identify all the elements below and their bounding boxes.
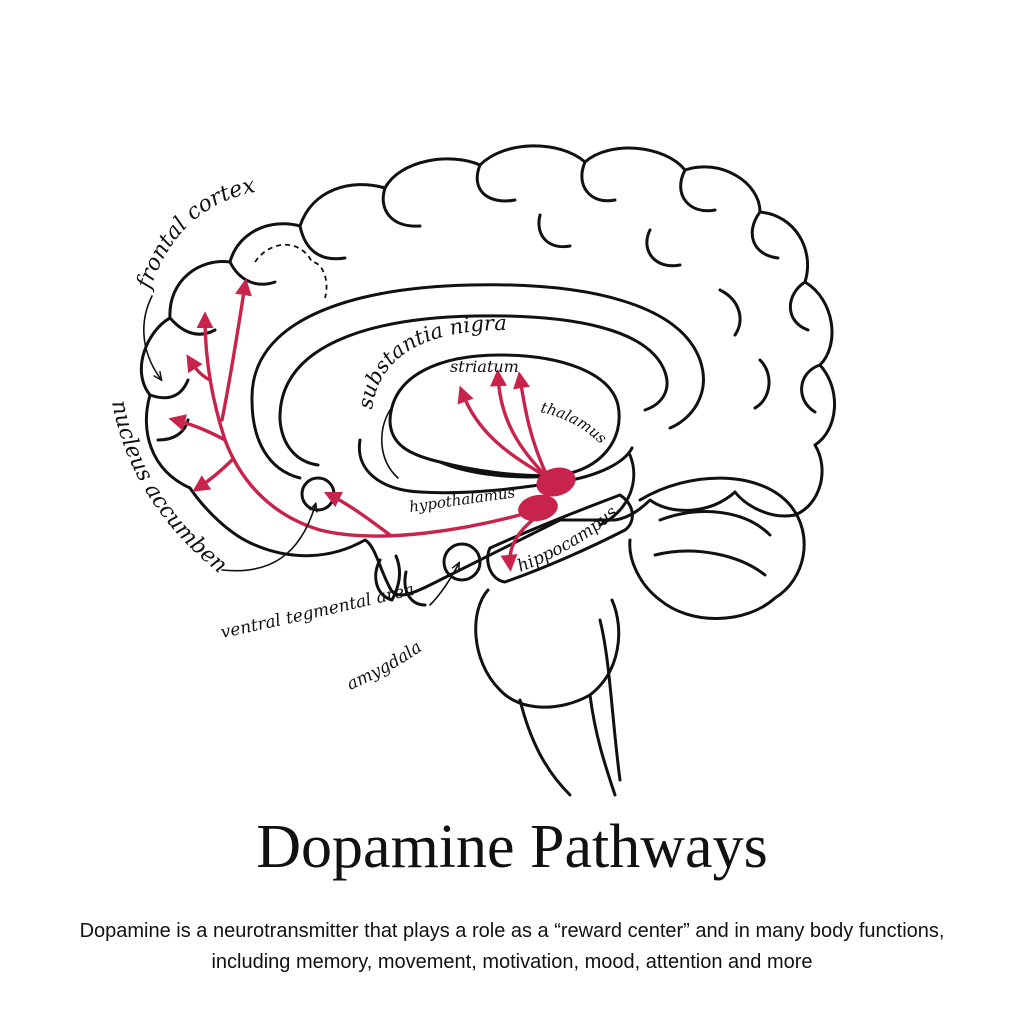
substantia-nigra-node: [536, 467, 576, 497]
leader-lines: [143, 295, 458, 606]
label-hypothalamus: hypothalamus: [408, 483, 516, 516]
label-amygdala: amygdala: [344, 637, 426, 694]
description-line-2: including memory, movement, motivation, …: [211, 951, 813, 973]
corpus-callosum: [250, 283, 705, 480]
brainstem: [374, 554, 622, 797]
description-line-1: Dopamine is a neurotransmitter that play…: [79, 920, 945, 942]
amygdala-node: [442, 542, 482, 582]
label-thalamus: thalamus: [539, 398, 610, 447]
vta-node: [518, 494, 558, 522]
cerebrum-outline: [139, 144, 837, 597]
page-title: Dopamine Pathways: [256, 813, 768, 881]
label-ventral-tegmental-area: ventral tegmental area: [219, 580, 416, 643]
dopamine-pathways: [168, 278, 550, 572]
label-striatum: striatum: [450, 357, 519, 376]
limbic-arc: [357, 438, 636, 527]
hippocampus-shape: [486, 493, 634, 584]
cerebellum: [628, 476, 806, 620]
